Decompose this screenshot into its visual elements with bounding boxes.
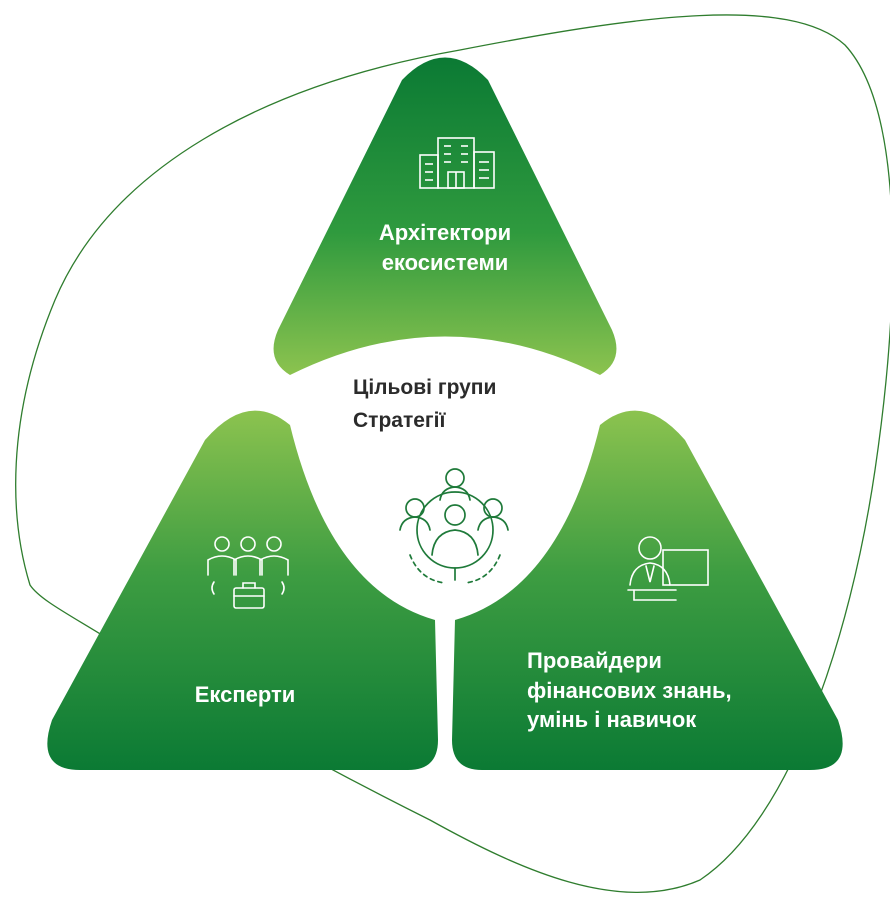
architects-label-line2: екосистеми <box>381 249 509 275</box>
experts-label-line1: Експерти <box>194 682 296 707</box>
architects-label-line1: Архітектори <box>378 220 512 245</box>
triangle-experts <box>47 410 438 770</box>
buildings-icon <box>419 137 495 189</box>
center-title: Цільові групи Стратегії <box>353 372 496 437</box>
providers-label: Провайдери фінансових знань, умінь і нав… <box>527 646 827 735</box>
architects-label: Архітектори екосистеми <box>345 218 545 277</box>
teacher-board-icon <box>627 536 709 601</box>
providers-label-line3: умінь і навичок <box>527 707 697 733</box>
center-title-line1: Цільові групи <box>353 376 497 399</box>
center-title-line2: Стратегії <box>353 408 446 432</box>
providers-label-line1: Провайдери <box>527 648 662 673</box>
providers-label-line2: фінансових знань, <box>527 677 732 703</box>
people-network-icon <box>399 468 509 584</box>
triangle-architects <box>273 57 617 375</box>
experts-label: Експерти <box>145 680 345 710</box>
background-blob-outline <box>15 14 890 893</box>
team-briefcase-icon <box>207 536 289 609</box>
